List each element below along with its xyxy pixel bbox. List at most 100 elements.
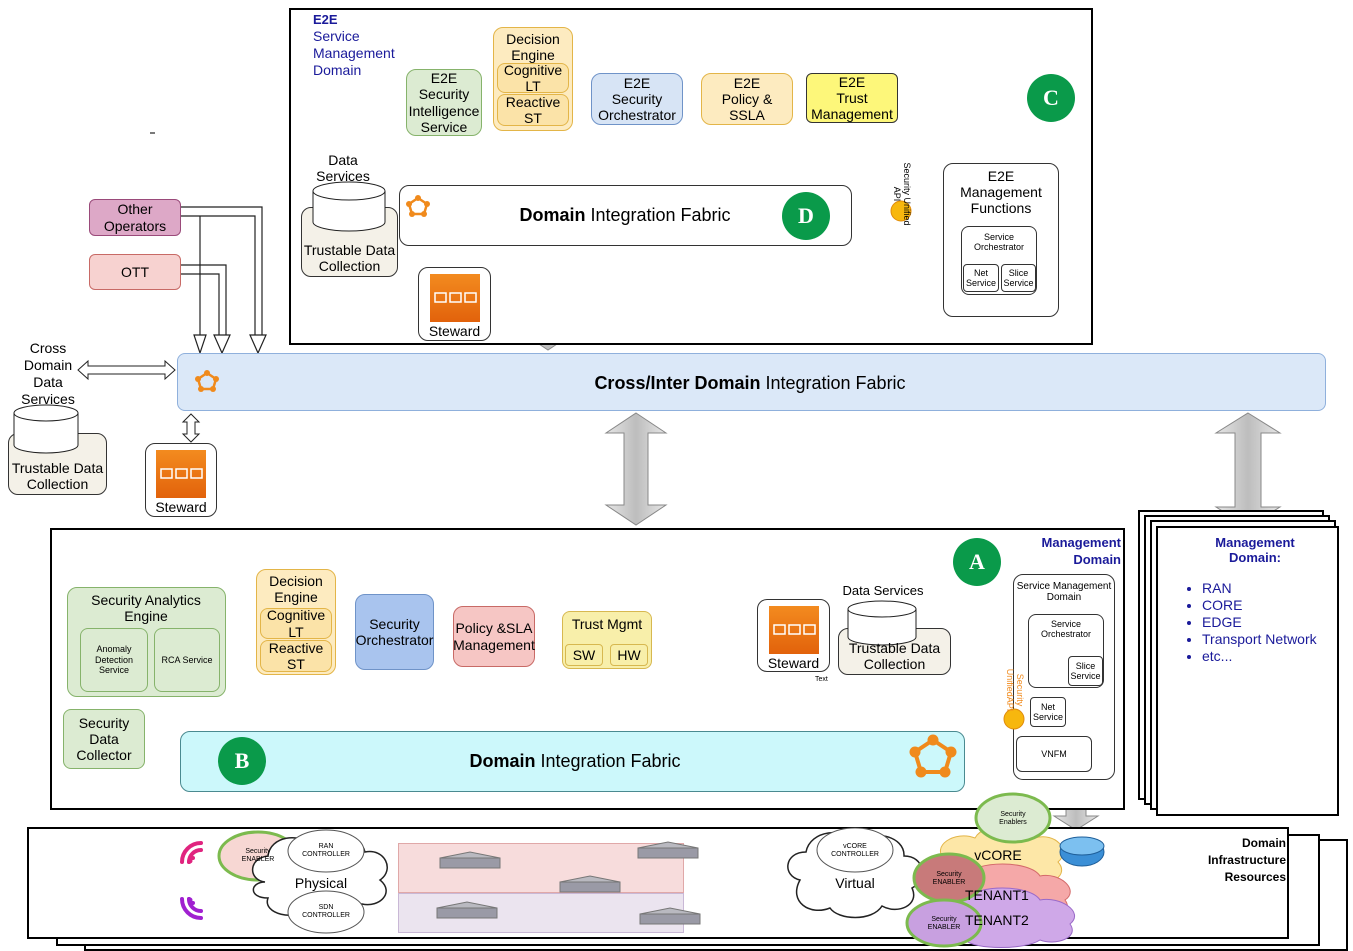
mgmt-net-service: Net Service (1030, 697, 1066, 727)
trust-sw: SW (565, 644, 603, 666)
stack-title-line1: Management (1215, 535, 1295, 551)
ran-controller: RAN CONTROLLER (302, 842, 350, 858)
e2e-fabric-rest: Integration Fabric (585, 204, 731, 225)
e2e-decision-engine-label: Decision Engine (506, 30, 560, 63)
epol-line2: Policy & (721, 90, 773, 107)
stack-item: Transport Network (1202, 631, 1317, 648)
sis-line2: Security (418, 86, 470, 103)
mgmt-service-orchestrator-label: Service Orchestrator (1040, 618, 1091, 639)
mgmt-fabric-bold: Domain (469, 750, 536, 771)
vcore-label: vCORE (974, 846, 1022, 863)
badge-b: B (218, 737, 266, 785)
eso-line3: Orchestrator (598, 107, 676, 124)
mgmt-title-line1: Management (1041, 535, 1121, 550)
stack-item: etc... (1202, 648, 1317, 665)
security-analytics-label: Security Analytics Engine (91, 591, 201, 624)
etr-line2: Trust (836, 89, 868, 106)
e2e-domain-title: E2E Service Management Domain (313, 11, 395, 79)
service-mgmt-domain-label: Service Management Domain (1016, 580, 1112, 604)
mgmt-steward-label: Steward (767, 654, 820, 671)
e2e-policy-ssla: E2E Policy & SSLA (701, 73, 793, 125)
e2e-net-service: Net Service (963, 264, 999, 292)
mgmt-service-orchestrator-box (1028, 614, 1104, 688)
service-management-domain (1013, 574, 1115, 780)
e2e-decision-engine: Decision Engine Cognitive LT Reactive ST (493, 27, 573, 131)
cdds-line3: Data (33, 374, 63, 390)
mgmt-steward-icon (769, 606, 819, 654)
badge-a: A (953, 538, 1001, 586)
etr-line1: E2E (838, 73, 866, 90)
e2e-steward-icon (430, 274, 480, 322)
e2e-reactive-st: Reactive ST (497, 94, 569, 126)
e2e-mgmt-functions-label: E2E Management Functions (960, 167, 1042, 217)
trust-mgmt-label: Trust Mgmt (571, 615, 643, 632)
infra-title-line2: Infrastructure (1207, 853, 1286, 867)
cross-domain-integration-fabric (177, 353, 1326, 411)
stack-frame-front (1156, 526, 1339, 816)
anomaly-detection-service: Anomaly Detection Service (80, 628, 148, 692)
mgmt-security-api-label: Security UnifiedAPI (1005, 668, 1025, 712)
mgmt-data-services-label: Data Services (842, 582, 924, 598)
e2e-trustable-data-label: Trustable Data Collection (303, 241, 396, 274)
stack-item: CORE (1202, 597, 1317, 614)
security-orchestrator: Security Orchestrator (355, 594, 434, 670)
cross-domain-data-services-label: Cross Domain Data Services (14, 340, 82, 408)
infra-security-enabler-1: Security ENABLER (241, 847, 275, 863)
e2e-trust-management: E2E Trust Management (806, 73, 898, 123)
cross-fabric-bold: Cross/Inter Domain (594, 372, 761, 393)
decision-engine-label: Decision Engine (269, 572, 323, 605)
stack-title: Management Domain: (1200, 533, 1310, 569)
sis-line4: Service (420, 118, 468, 135)
cdds-line1: Cross (29, 340, 67, 356)
virtual-label: Virtual (835, 874, 875, 891)
e2e-slice-service: Slice Service (1001, 264, 1036, 292)
infra-security-enabler-2: Security ENABLER (932, 870, 966, 886)
badge-d: D (782, 192, 830, 240)
external-trustable-data-label: Trustable Data Collection (11, 459, 104, 492)
mgmt-domain-integration-fabric (180, 731, 965, 792)
reactive-st: Reactive ST (260, 640, 332, 672)
rca-service: RCA Service (154, 628, 220, 692)
big-arrow-cross-mgmt (604, 412, 668, 526)
cdds-line4: Services (21, 391, 75, 407)
cross-fabric-label: Cross/Inter Domain Integration Fabric (520, 370, 980, 396)
external-steward-label: Steward (155, 498, 207, 515)
sis-line3: Intelligence (408, 102, 480, 119)
mgmt-fabric-rest: Integration Fabric (535, 750, 681, 771)
external-steward-icon (156, 450, 206, 498)
e2e-cognitive-lt: Cognitive LT (497, 62, 569, 94)
infra-title: Domain Infrastructure Resources (1188, 835, 1286, 886)
stack-item: RAN (1202, 580, 1317, 597)
e2e-title-line4: Domain (313, 62, 362, 78)
cdds-line2: Domain (23, 357, 73, 373)
infra-title-line3: Resources (1224, 870, 1286, 884)
e2e-steward-label: Steward (428, 322, 481, 339)
eso-line2: Security (611, 90, 663, 107)
ott: OTT (89, 254, 181, 290)
security-enablers: Security Enablers (999, 810, 1027, 826)
tenant1-label: TENANT1 (965, 886, 1029, 903)
stack-item: EDGE (1202, 614, 1317, 631)
e2e-service-orchestrator-box (961, 226, 1037, 295)
trust-hw: HW (610, 644, 648, 666)
mgmt-slice-service: Slice Service (1068, 656, 1103, 686)
infra-virtual-zone (398, 893, 684, 933)
mgmt-text-small: Text (815, 676, 828, 683)
e2e-fabric-bold: Domain (519, 204, 586, 225)
epol-line3: SSLA (729, 107, 765, 124)
infra-title-line1: Domain (1241, 836, 1286, 850)
cognitive-lt: Cognitive LT (260, 607, 332, 640)
e2e-title-line1: E2E (313, 12, 338, 27)
cross-fabric-rest: Integration Fabric (760, 372, 906, 393)
physical-label: Physical (294, 874, 348, 891)
infra-security-enabler-3: Security ENABLER (927, 915, 961, 931)
e2e-service-orchestrator-label: Service Orchestrator (973, 231, 1024, 252)
other-operators: Other Operators (89, 199, 181, 236)
e2e-domain-integration-fabric (399, 185, 852, 246)
vcore-controller: vCORE CONTROLLER (831, 842, 879, 858)
epol-line1: E2E (733, 74, 761, 91)
policy-sla-management: Policy &SLA Management (453, 606, 535, 667)
e2e-security-intelligence-service: E2E Security Intelligence Service (406, 69, 482, 136)
eso-line1: E2E (623, 74, 651, 91)
stack-domain-list: RAN CORE EDGE Transport Network etc... (1186, 580, 1317, 665)
